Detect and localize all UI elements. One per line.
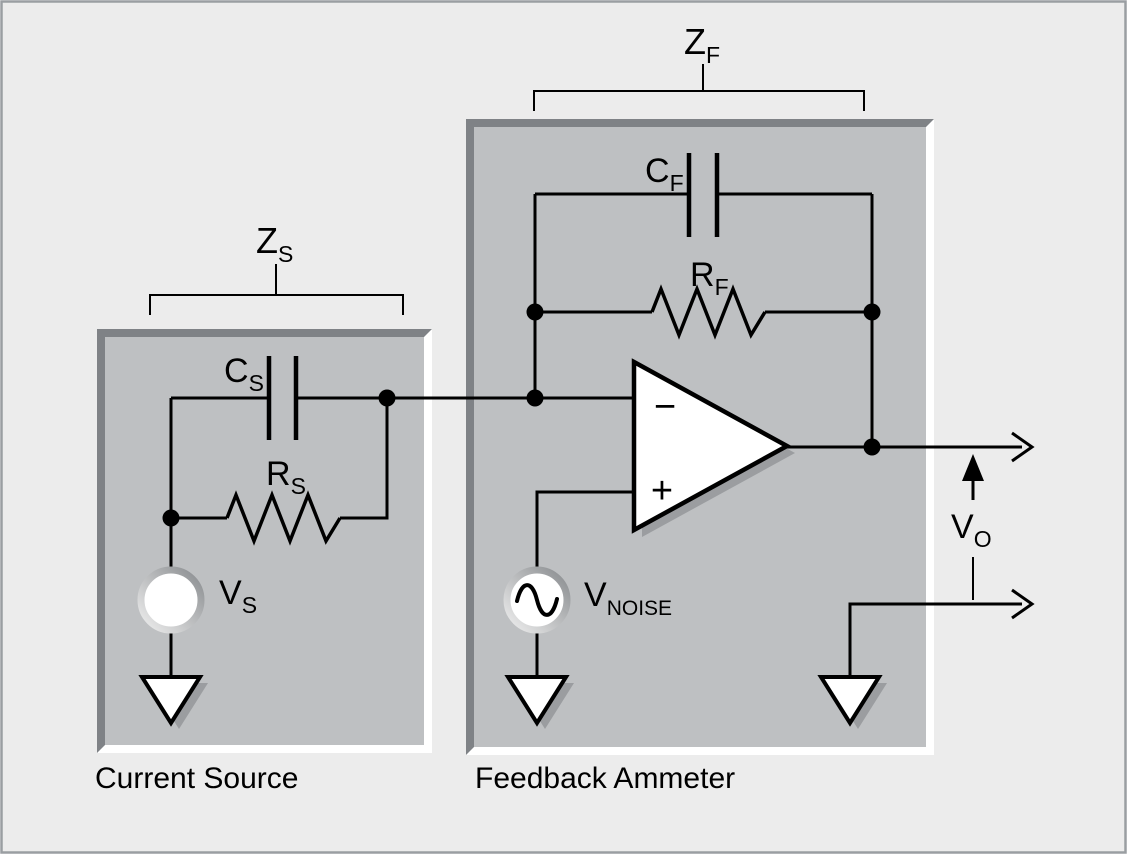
output-terminals: VO	[951, 431, 1035, 620]
rs-resistor: RS	[225, 455, 342, 546]
junction-dot	[378, 389, 396, 407]
vs-source-circle	[137, 566, 205, 634]
junction-dots	[162, 303, 881, 527]
rf-label: RF	[690, 256, 729, 300]
cf-label: CF	[645, 152, 684, 196]
rf-resistor-zigzag	[650, 284, 767, 340]
rf-resistor: RF	[650, 256, 767, 340]
junction-dot	[863, 438, 881, 456]
vnoise-ground-triangle	[504, 675, 570, 727]
cs-label: CS	[224, 352, 264, 396]
zs-impedance-bracket: ZS	[149, 220, 404, 315]
output-bottom-arrow-icon	[1011, 588, 1035, 620]
zs-label: ZS	[256, 220, 293, 267]
current-source-box	[97, 329, 432, 753]
rs-label: RS	[266, 455, 306, 499]
vs-ground-icon	[138, 675, 208, 729]
vs-label: VS	[219, 574, 257, 618]
zf-label: ZF	[684, 21, 720, 68]
vo-label: VO	[951, 508, 992, 552]
opamp: − +	[631, 358, 795, 537]
opamp-noninverting-sign: +	[651, 470, 673, 512]
junction-dot	[162, 509, 180, 527]
cs-capacitor: CS	[224, 352, 299, 440]
vnoise-source: VNOISE	[503, 566, 672, 634]
zf-bracket-line	[533, 64, 865, 111]
zs-bracket-line	[149, 264, 404, 315]
junction-dot	[526, 303, 544, 321]
rs-resistor-zigzag	[225, 490, 342, 546]
wire-noninverting-to-vnoise	[535, 490, 634, 567]
opamp-inverting-sign: −	[654, 386, 676, 428]
output-ground-icon	[817, 675, 887, 729]
vs-source: VS	[137, 566, 257, 634]
zf-impedance-bracket: ZF	[533, 21, 865, 111]
current-source-caption: Current Source	[95, 762, 298, 795]
feedback-ammeter-caption: Feedback Ammeter	[475, 762, 735, 795]
opamp-triangle	[631, 358, 792, 534]
output-top-arrow-icon	[1011, 431, 1035, 463]
wire-rs-right-up	[340, 398, 389, 520]
junction-dot	[526, 389, 544, 407]
cf-capacitor: CF	[645, 152, 720, 237]
vnoise-label: VNOISE	[584, 576, 672, 620]
vnoise-ground-icon	[504, 675, 574, 729]
wires	[169, 192, 1022, 677]
junction-dot	[863, 303, 881, 321]
vs-ground-triangle	[138, 675, 204, 727]
wire-output-bottom	[848, 602, 1022, 677]
output-ground-triangle	[817, 675, 883, 727]
sine-wave-icon	[515, 583, 559, 617]
vo-up-arrow-icon	[962, 454, 984, 481]
